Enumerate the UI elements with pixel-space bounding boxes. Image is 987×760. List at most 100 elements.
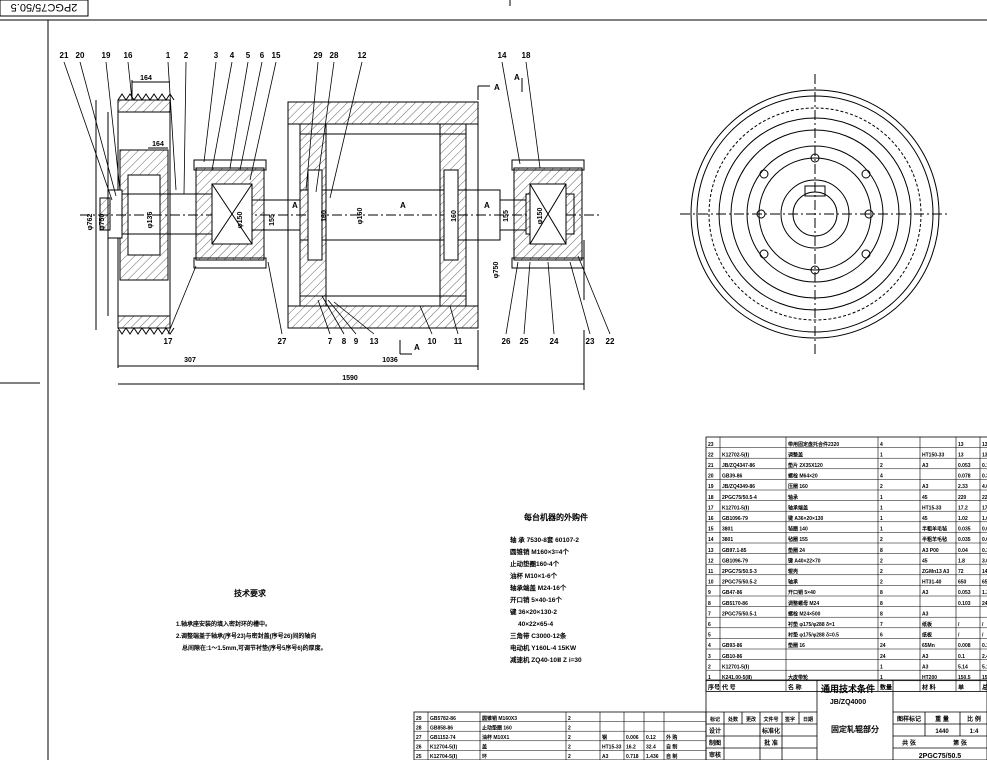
bom-cell-name: 辊壳 <box>788 568 798 575</box>
bom-cell-no: 22 <box>708 452 714 458</box>
bom-cell-w1: 150.5 <box>958 675 971 681</box>
callout: 2 <box>184 51 189 60</box>
bom-cell-name: 圆锥销 M160X3 <box>482 715 517 722</box>
bom-cell-name: 轴承 <box>788 579 798 586</box>
purchased-title: 每台机器的外购件 <box>524 512 588 522</box>
bom-cell-w1: / <box>958 633 960 639</box>
callout: 22 <box>606 337 615 346</box>
bom-cell-qty: 8 <box>880 611 883 617</box>
bom-cell-qty: 24 <box>880 654 886 660</box>
bom-cell-w2: 150.5 <box>982 675 987 681</box>
bom-cell-qty: 2 <box>880 484 883 490</box>
callout: 3 <box>214 51 219 60</box>
callout: 11 <box>454 337 463 346</box>
bom-cell-name: 毡圈 140 <box>787 526 808 533</box>
bom-cell-code: GB1152-74 <box>430 735 456 741</box>
bom-cell-no: 26 <box>416 745 422 751</box>
dim-762: φ762 <box>87 214 94 231</box>
role-label: 审核 <box>709 751 721 759</box>
bom-cell-w1: 1.8 <box>958 558 965 564</box>
bom-cell-code: 代 号 <box>721 684 736 692</box>
bom-cell-no: 28 <box>416 725 422 731</box>
bom-cell-no: 7 <box>708 611 711 617</box>
bom-cell-name: 衬垫 φ175/φ288 δ=0.5 <box>787 632 839 639</box>
dim-1036: 1036 <box>382 357 398 364</box>
sheet-number: 第 张 <box>952 739 968 747</box>
bom-cell-qty: 7 <box>880 622 883 628</box>
bom-cell-w2: 0.106 <box>982 463 987 469</box>
bom-cell-mat: A3 <box>922 463 929 469</box>
callout: 10 <box>428 337 437 346</box>
bom-cell-w1: 0.078 <box>958 474 971 480</box>
bom-cell-qty: 8 <box>880 601 883 607</box>
section-a: A <box>484 201 490 210</box>
bom-cell-w1: 0.103 <box>958 601 971 607</box>
bom-cell-w2: 4.66 <box>982 484 987 490</box>
bom-cell-w2: 1.02 <box>982 516 987 522</box>
weight-value: 1440 <box>935 729 949 735</box>
bom-cell-name: 轴承 <box>788 494 798 501</box>
dim-160a: 160 <box>321 210 328 222</box>
rev-label: 更改 <box>746 716 757 723</box>
bom-cell-w2: 13 <box>982 442 987 448</box>
bom-cell-code: GB93-86 <box>722 643 743 649</box>
bom-cell-name: 轴承端盖 <box>788 504 808 511</box>
callout: 15 <box>272 51 281 60</box>
callout: 16 <box>124 51 133 60</box>
rev-label: 签字 <box>784 716 795 723</box>
top-code-box <box>0 0 89 17</box>
bom-cell-code: K241.00-5(Ⅱ) <box>722 675 752 681</box>
bom-cell-code: GB5782-86 <box>430 716 456 722</box>
bom-cell-no: 9 <box>708 590 711 596</box>
bom-cell-mat: 45 <box>922 516 928 522</box>
bom-cell-code: 2PGC75/50.5-2 <box>722 580 757 586</box>
bom-cell-w1: 13 <box>958 452 964 458</box>
callout: 13 <box>370 337 379 346</box>
bom-cell-w2: / <box>982 622 984 628</box>
bom-cell-w1: 13 <box>958 442 964 448</box>
purchased-line: 电动机 Y160L-4 15KW <box>510 643 577 652</box>
bom-cell-code: GB10-86 <box>722 654 743 660</box>
dim-164b: 164 <box>152 141 164 148</box>
bom-cell-mat: 钢 <box>602 734 607 741</box>
callout: 18 <box>522 51 531 60</box>
sheets-total: 共 张 <box>902 739 917 747</box>
bom-cell-no: 19 <box>708 484 714 490</box>
bom-cell-mat: 纸板 <box>922 621 933 628</box>
bom-cell-mat: 45 <box>922 495 928 501</box>
bom-cell-no: 15 <box>708 527 714 533</box>
bom-cell-mat: HT15-33 <box>602 745 622 751</box>
bom-cell-qty: 8 <box>880 590 883 596</box>
bom-cell-w1: 0.04 <box>958 548 968 554</box>
bom-cell-code: JB/ZQ4347-86 <box>722 463 755 469</box>
bom-cell-code: 2PGC75/50.5-1 <box>722 611 757 617</box>
drawing-code: 2PGC75/50.5 <box>919 753 962 760</box>
bom-cell-code: GB5170-86 <box>722 601 748 607</box>
bom-cell-w1: 17.2 <box>958 505 968 511</box>
bom-cell-w1: 0.035 <box>958 537 971 543</box>
bom-cell-no: 1 <box>708 675 711 681</box>
bom-cell-w1: 0.035 <box>958 527 971 533</box>
title-block-text: 通用技术条件 JB/ZQ4000 固定轧辊部分 图样标记 重 量 比 例 144… <box>709 683 981 760</box>
purchased-line: 三角带 C3000-12条 <box>510 631 567 640</box>
bom-cell-qty: 1 <box>880 495 883 501</box>
side-view <box>680 74 950 356</box>
bom-cell-qty: 2 <box>568 725 571 731</box>
bom-cell-w1: 1.02 <box>958 516 968 522</box>
bom-cell-no: 16 <box>708 516 714 522</box>
role-label: 标准化 <box>761 727 780 735</box>
bom-cell-mat: 45 <box>922 558 928 564</box>
section-a: A <box>494 83 500 92</box>
bom-cell-no: 5 <box>708 633 711 639</box>
dim-160c: 160 <box>451 210 458 222</box>
bom-cell-qty: 2 <box>880 569 883 575</box>
roll-shell <box>287 101 479 329</box>
